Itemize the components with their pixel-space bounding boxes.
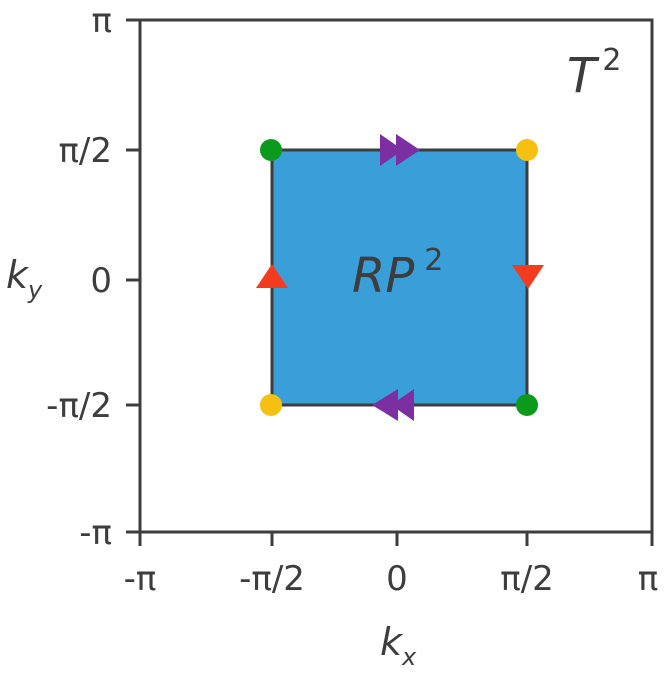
y-axis-ticks <box>126 18 140 534</box>
x-tick-label: -π <box>124 559 157 599</box>
projective-plane-label-sup: 2 <box>424 243 443 278</box>
right-edge-down-arrow <box>512 265 544 289</box>
x-axis-label-sub: x <box>401 643 417 671</box>
y-axis-label: ky <box>6 253 43 304</box>
y-tick-label: 0 <box>90 261 112 301</box>
projective-plane-label-main: RP <box>352 248 414 304</box>
projective-plane-label: RP 2 <box>352 243 443 304</box>
projective-plane-square <box>270 148 529 407</box>
corner-dot-green <box>516 394 538 416</box>
corner-dot-yellow <box>516 139 538 161</box>
torus-label-sup: 2 <box>602 43 621 78</box>
x-axis-label: kx <box>380 620 417 671</box>
corner-dot-green <box>260 139 282 161</box>
left-edge-up-arrow <box>256 264 288 288</box>
y-tick-label: -π <box>79 513 112 553</box>
top-edge-double-arrow <box>380 134 420 166</box>
x-tick-label: -π/2 <box>239 559 305 599</box>
y-tick-label: π <box>92 1 112 41</box>
x-axis-label-main: k <box>380 620 404 664</box>
y-tick-label: π/2 <box>58 131 112 171</box>
torus-label-main: T <box>567 48 600 104</box>
x-tick-label: π <box>638 559 658 599</box>
x-tick-label: π/2 <box>500 559 554 599</box>
y-axis-label-sub: y <box>27 276 43 304</box>
y-tick-label: -π/2 <box>46 386 112 426</box>
x-axis-ticks <box>138 532 654 546</box>
bottom-edge-double-arrow <box>372 389 414 421</box>
y-axis-label-main: k <box>6 253 30 297</box>
x-tick-label: 0 <box>386 559 408 599</box>
corner-dot-yellow <box>260 394 282 416</box>
